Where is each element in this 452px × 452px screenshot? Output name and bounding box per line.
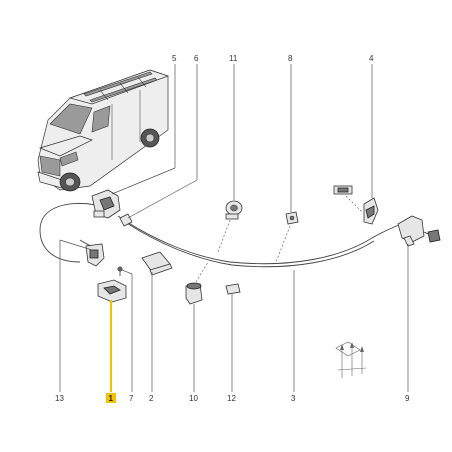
part-4-lever	[363, 197, 379, 225]
part-13-handle	[85, 243, 105, 267]
part-9-handle	[397, 215, 441, 243]
direction-arrows-icon	[335, 341, 367, 378]
callout-1: 1	[109, 394, 114, 403]
callout-9: 9	[405, 394, 410, 403]
leader-lines	[59, 64, 409, 392]
callout-10: 10	[189, 394, 198, 403]
callout-5: 5	[172, 54, 177, 63]
callout-1-highlight	[106, 393, 116, 403]
part-10-grommet	[185, 282, 203, 305]
hood-latch	[91, 189, 121, 219]
callout-4: 4	[369, 54, 374, 63]
callout-labels: 5 6 11 8 4 13 1 7 2 10 12 3 9	[55, 54, 410, 403]
part-11-grommet	[225, 200, 243, 220]
part-12-clip	[225, 283, 241, 295]
part-4-tab	[333, 185, 353, 195]
part-1-block	[97, 279, 127, 303]
callout-13: 13	[55, 394, 64, 403]
callout-2: 2	[149, 394, 154, 403]
part-7-screw	[117, 266, 123, 276]
van-illustration	[37, 69, 170, 192]
part-2-bracket	[141, 251, 173, 276]
callout-12: 12	[227, 394, 236, 403]
part-8-clip	[285, 211, 299, 225]
callout-6: 6	[194, 54, 199, 63]
callout-7: 7	[129, 394, 134, 403]
callout-11: 11	[229, 54, 238, 63]
cable-assembly	[39, 202, 407, 268]
callout-8: 8	[288, 54, 293, 63]
part-6-clip	[119, 213, 133, 227]
callout-3: 3	[291, 394, 296, 403]
